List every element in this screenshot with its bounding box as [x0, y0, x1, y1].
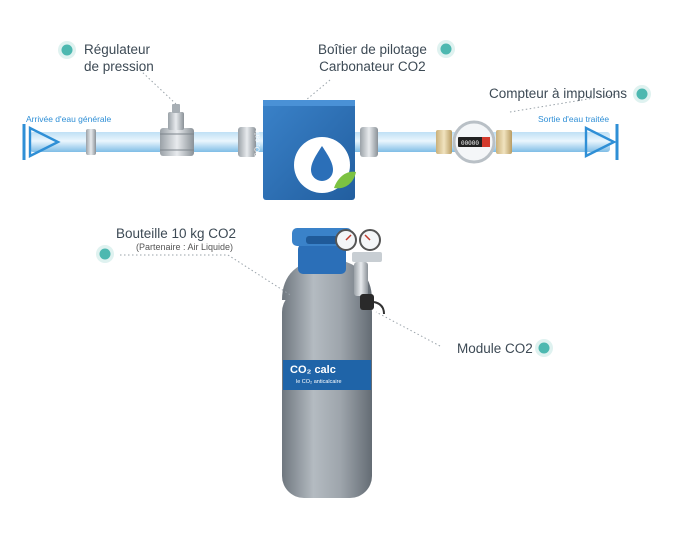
water-drop-icon [311, 146, 333, 181]
label-regulateur-line-1: Régulateur [84, 42, 151, 57]
leaf-icon [334, 171, 356, 189]
pressure-regulator-icon [160, 104, 194, 156]
label-compteur: Compteur à impulsions [489, 86, 628, 101]
label-boitier-line-1: Boîtier de pilotage [318, 42, 427, 57]
pipe-fitting-icon [238, 127, 256, 157]
callout-dot [633, 85, 651, 103]
pressure-gauge-icon [359, 229, 381, 251]
bottle-tagline: le CO₂ anticalcaire [296, 379, 342, 385]
callout-dot [535, 339, 553, 357]
label-inlet: Arrivée d'eau générale [26, 114, 112, 124]
pressure-gauge-icon [335, 229, 357, 251]
label-regulateur: Régulateur de pression [84, 41, 154, 75]
callout-dot [96, 245, 114, 263]
label-regulateur-line-2: de pression [84, 59, 154, 74]
bottle-brand: CO₂ calc [290, 364, 336, 376]
label-outlet: Sortie d'eau traitée [538, 114, 610, 124]
label-boitier-line-2: Carbonateur CO2 [319, 59, 426, 74]
callout-dot [437, 40, 455, 58]
box-brand-text: CO₂ calc [254, 129, 262, 158]
meter-digits: 00000 [461, 140, 479, 147]
callout-dot [58, 41, 76, 59]
label-module: Module CO2 [457, 341, 533, 356]
pulse-meter-icon [436, 120, 512, 164]
pipe-fitting-icon [86, 129, 96, 155]
pipe-fitting-icon [360, 127, 378, 157]
leader-lines [120, 69, 619, 347]
co2-module-icon [352, 252, 385, 315]
label-partenaire: (Partenaire : Air Liquide) [136, 242, 234, 252]
label-boitier: Boîtier de pilotage Carbonateur CO2 [318, 41, 427, 75]
inlet-arrow-icon [22, 124, 61, 160]
label-bouteille: Bouteille 10 kg CO2 [116, 226, 237, 241]
cylinder-valve-cap [292, 228, 352, 274]
outlet-arrow-icon [584, 124, 619, 160]
